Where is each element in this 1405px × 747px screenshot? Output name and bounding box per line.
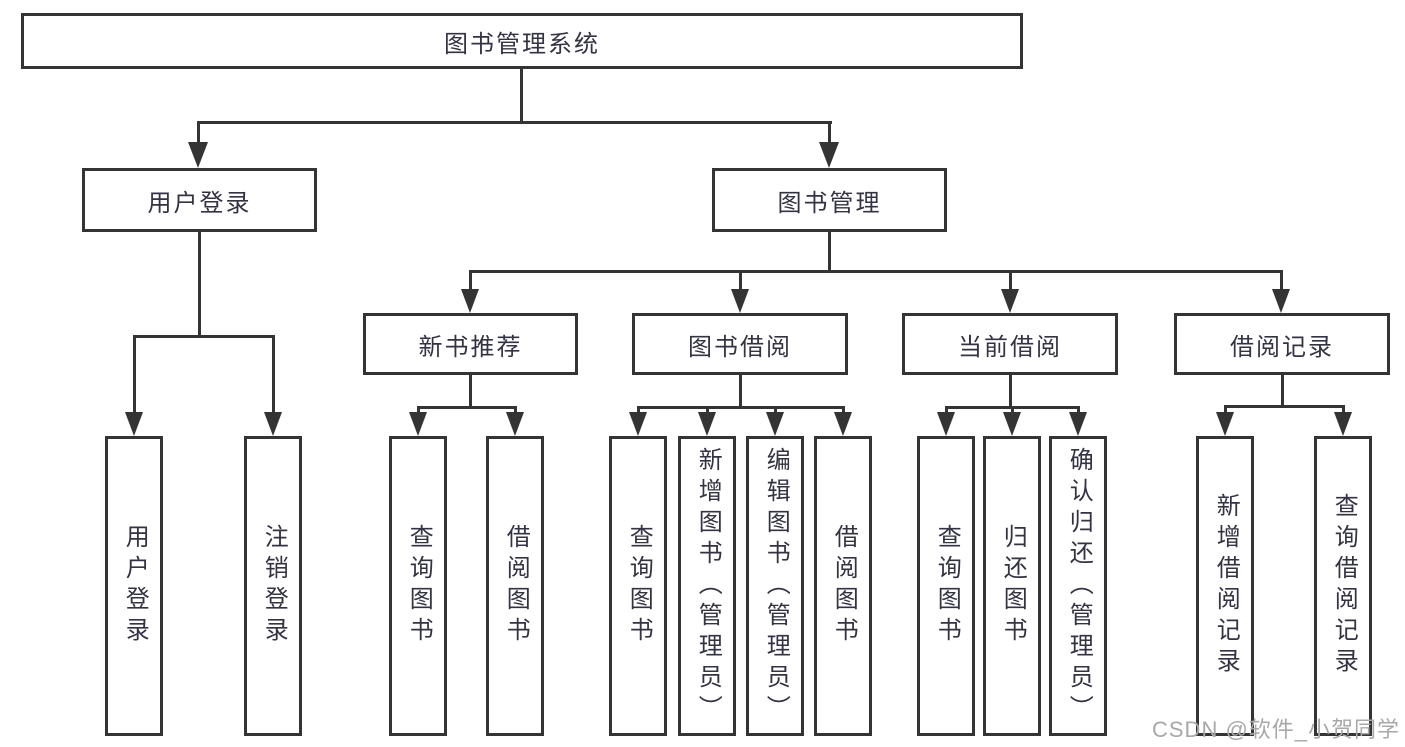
arrowhead-book-management: [819, 142, 839, 168]
leaf-add-book-admin-label: 新增图书（管理员）: [694, 446, 722, 726]
arrowhead-borrow-records: [1272, 289, 1290, 313]
leaf-query-books-current: 查询图书: [917, 436, 975, 736]
connector-book-mgmt-vline: [828, 232, 831, 270]
connector-borrow-shaft-2: [706, 406, 709, 415]
connector-records-vline: [1281, 375, 1284, 405]
connector-user-login-shaft-2: [272, 335, 275, 415]
arrowhead-return-book: [1003, 412, 1021, 436]
node-book-management: 图书管理: [712, 168, 947, 232]
leaf-borrow-books-recommend: 借阅图书: [486, 436, 544, 736]
arrowhead-leaf-user-login: [125, 412, 143, 436]
arrowhead-edit-book-admin: [766, 412, 784, 436]
leaf-borrow-books-label: 借阅图书: [830, 524, 858, 648]
leaf-add-book-admin: 新增图书（管理员）: [678, 436, 736, 736]
connector-borrow-shaft-3: [774, 406, 777, 415]
arrowhead-new-book-recommend: [461, 289, 479, 313]
connector-root-right-shaft: [828, 121, 831, 146]
leaf-query-books-recommend-label: 查询图书: [405, 524, 433, 648]
connector-root-vline: [520, 68, 523, 121]
leaf-user-login: 用户登录: [105, 436, 163, 736]
leaf-add-borrow-record-label: 新增借阅记录: [1212, 493, 1240, 679]
leaf-borrow-books-recommend-label: 借阅图书: [502, 524, 530, 648]
connector-borrow-vline: [739, 375, 742, 406]
arrowhead-user-login: [188, 142, 208, 168]
connector-recommend-shaft-2: [514, 406, 517, 415]
connector-recommend-hline: [417, 406, 517, 409]
node-book-management-label: 图书管理: [777, 189, 882, 217]
connector-current-vline: [1009, 375, 1012, 406]
connector-book-mgmt-shaft-3: [1009, 270, 1012, 291]
arrowhead-query-books-recommend: [409, 412, 427, 436]
arrowhead-query-borrow-record: [1334, 412, 1352, 436]
leaf-query-books-borrow: 查询图书: [609, 436, 667, 736]
leaf-query-borrow-record: 查询借阅记录: [1314, 436, 1372, 736]
connector-recommend-vline: [469, 375, 472, 406]
leaf-logout: 注销登录: [244, 436, 302, 736]
node-borrow-records-label: 借阅记录: [1230, 333, 1334, 361]
leaf-user-login-label: 用户登录: [121, 524, 149, 648]
arrowhead-query-books-borrow: [629, 412, 647, 436]
connector-records-shaft-2: [1342, 405, 1345, 415]
arrowhead-borrow-books: [834, 412, 852, 436]
arrowhead-add-book-admin: [698, 412, 716, 436]
connector-root-hline: [197, 121, 832, 124]
node-root: 图书管理系统: [21, 13, 1023, 69]
connector-current-shaft-2: [1011, 406, 1014, 415]
connector-book-mgmt-shaft-4: [1280, 270, 1283, 291]
connector-book-mgmt-shaft-1: [469, 270, 472, 291]
node-new-book-recommend: 新书推荐: [363, 313, 578, 375]
leaf-query-books-current-label: 查询图书: [933, 524, 961, 648]
connector-book-mgmt-hline: [469, 270, 1283, 273]
connector-borrow-shaft-4: [842, 406, 845, 415]
connector-borrow-hline: [637, 406, 845, 409]
node-book-borrow-label: 图书借阅: [688, 333, 792, 361]
leaf-logout-label: 注销登录: [260, 524, 288, 648]
leaf-return-book: 归还图书: [983, 436, 1041, 736]
connector-current-shaft-1: [945, 406, 948, 415]
connector-book-mgmt-shaft-2: [739, 270, 742, 291]
node-current-borrow-label: 当前借阅: [958, 333, 1062, 361]
leaf-confirm-return-admin: 确认归还（管理员）: [1049, 436, 1107, 736]
node-book-borrow: 图书借阅: [632, 313, 848, 375]
leaf-add-borrow-record: 新增借阅记录: [1196, 436, 1254, 736]
arrowhead-current-borrow: [1001, 289, 1019, 313]
connector-root-left-shaft: [197, 121, 200, 146]
arrowhead-add-borrow-record: [1216, 412, 1234, 436]
watermark: CSDN @软件_小贺同学: [1152, 717, 1401, 742]
node-user-login-label: 用户登录: [147, 189, 252, 217]
connector-user-login-shaft-1: [133, 335, 136, 415]
connector-borrow-shaft-1: [637, 406, 640, 415]
connector-user-login-vline: [198, 232, 201, 335]
leaf-query-books-borrow-label: 查询图书: [625, 524, 653, 648]
node-user-login: 用户登录: [82, 168, 317, 232]
leaf-return-book-label: 归还图书: [999, 524, 1027, 648]
arrowhead-query-books-current: [937, 412, 955, 436]
leaf-query-books-recommend: 查询图书: [389, 436, 447, 736]
leaf-borrow-books: 借阅图书: [814, 436, 872, 736]
connector-user-login-hline: [133, 335, 275, 338]
node-borrow-records: 借阅记录: [1174, 313, 1390, 375]
connector-records-shaft-1: [1224, 405, 1227, 415]
node-new-book-recommend-label: 新书推荐: [418, 333, 523, 361]
arrowhead-confirm-return-admin: [1069, 412, 1087, 436]
connector-current-shaft-3: [1077, 406, 1080, 415]
leaf-query-borrow-record-label: 查询借阅记录: [1330, 493, 1358, 679]
arrowhead-borrow-books-recommend: [506, 412, 524, 436]
arrowhead-leaf-logout: [264, 412, 282, 436]
arrowhead-book-borrow: [731, 289, 749, 313]
leaf-confirm-return-admin-label: 确认归还（管理员）: [1065, 446, 1093, 726]
connector-recommend-shaft-1: [417, 406, 420, 415]
leaf-edit-book-admin: 编辑图书（管理员）: [746, 436, 804, 736]
node-root-label: 图书管理系统: [444, 30, 600, 58]
connector-records-hline: [1224, 405, 1344, 408]
leaf-edit-book-admin-label: 编辑图书（管理员）: [762, 446, 790, 726]
node-current-borrow: 当前借阅: [902, 313, 1118, 375]
